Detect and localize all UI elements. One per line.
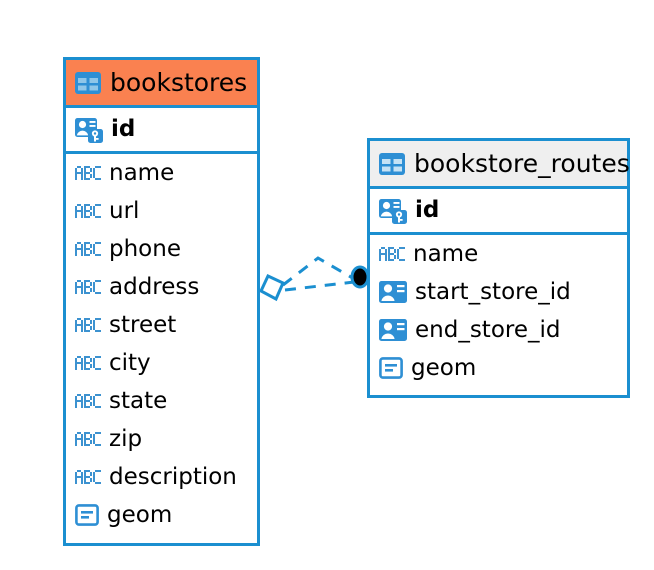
field-row-end-store-id[interactable]: end_store_id bbox=[370, 311, 627, 349]
field-row-state[interactable]: state bbox=[66, 382, 257, 420]
field-label-id: id bbox=[111, 116, 136, 142]
primary-key-icon bbox=[379, 198, 407, 224]
entity-header-bookstores[interactable]: bookstores bbox=[66, 60, 257, 108]
field-label-end-store-id: end_store_id bbox=[415, 316, 561, 343]
field-list-bookstores: id name bbox=[66, 108, 257, 534]
table-icon bbox=[379, 152, 405, 175]
field-row-url[interactable]: url bbox=[66, 192, 257, 230]
field-row-start-store-id[interactable]: start_store_id bbox=[370, 273, 627, 311]
relationship-dot-marker bbox=[350, 265, 370, 289]
field-row-name[interactable]: name bbox=[66, 154, 257, 192]
field-row-id[interactable]: id bbox=[66, 108, 257, 154]
field-row-geom[interactable]: geom bbox=[66, 496, 257, 534]
table-icon bbox=[75, 71, 101, 94]
entity-bookstores[interactable]: bookstores id bbox=[63, 57, 260, 546]
field-label-phone: phone bbox=[109, 235, 181, 262]
field-row-address[interactable]: address bbox=[66, 268, 257, 306]
field-label-name: name bbox=[109, 159, 175, 186]
field-label-street: street bbox=[109, 311, 177, 338]
abc-text-icon bbox=[75, 394, 101, 408]
field-row-zip[interactable]: zip bbox=[66, 420, 257, 458]
field-label-city: city bbox=[109, 349, 151, 376]
abc-text-icon bbox=[75, 204, 101, 218]
field-label-start-store-id: start_store_id bbox=[415, 278, 571, 305]
entity-bookstore-routes[interactable]: bookstore_routes id bbox=[367, 138, 630, 398]
field-label-state: state bbox=[109, 387, 168, 414]
field-row-phone[interactable]: phone bbox=[66, 230, 257, 268]
field-label-url: url bbox=[109, 197, 140, 224]
field-list-bookstore-routes: id name bbox=[370, 189, 627, 387]
geometry-icon bbox=[75, 504, 99, 526]
abc-text-icon bbox=[75, 432, 101, 446]
abc-text-icon bbox=[75, 280, 101, 294]
relationship-line-upper bbox=[282, 256, 357, 287]
relationship-diamond-marker bbox=[259, 274, 285, 302]
field-label-description: description bbox=[109, 463, 237, 490]
field-row-city[interactable]: city bbox=[66, 344, 257, 382]
field-label-name: name bbox=[413, 240, 479, 267]
field-label-address: address bbox=[109, 273, 200, 300]
field-row-description[interactable]: description bbox=[66, 458, 257, 496]
entity-title-bookstores: bookstores bbox=[110, 68, 248, 97]
field-row-name[interactable]: name bbox=[370, 235, 627, 273]
primary-key-icon bbox=[75, 117, 103, 143]
foreign-key-icon bbox=[379, 281, 407, 303]
field-label-zip: zip bbox=[109, 425, 143, 452]
field-row-id[interactable]: id bbox=[370, 189, 627, 235]
field-label-id: id bbox=[415, 197, 440, 223]
abc-text-icon bbox=[75, 470, 101, 484]
field-label-geom: geom bbox=[411, 354, 477, 381]
entity-title-bookstore-routes: bookstore_routes bbox=[414, 149, 630, 178]
foreign-key-icon bbox=[379, 319, 407, 341]
abc-text-icon bbox=[75, 356, 101, 370]
field-label-geom: geom bbox=[107, 501, 173, 528]
geometry-icon bbox=[379, 357, 403, 379]
abc-text-icon bbox=[75, 242, 101, 256]
abc-text-icon bbox=[75, 318, 101, 332]
relationship-line-lower bbox=[284, 280, 355, 292]
abc-text-icon bbox=[379, 247, 405, 261]
field-row-geom[interactable]: geom bbox=[370, 349, 627, 387]
field-row-street[interactable]: street bbox=[66, 306, 257, 344]
entity-header-bookstore-routes[interactable]: bookstore_routes bbox=[370, 141, 630, 189]
abc-text-icon bbox=[75, 166, 101, 180]
